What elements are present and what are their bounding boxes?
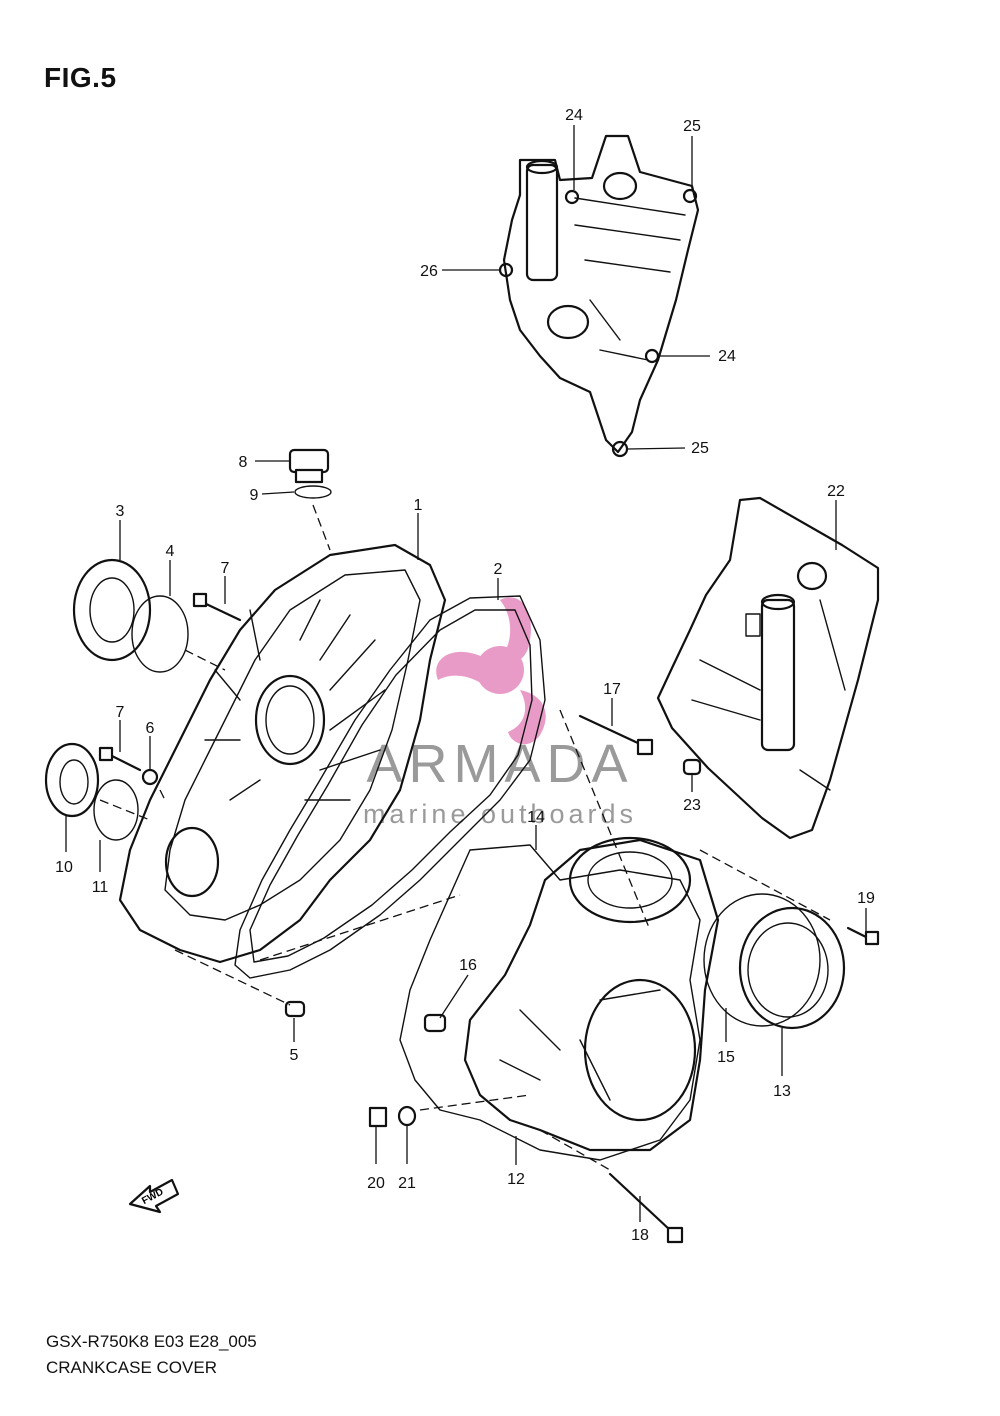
part-12-clutch-cover: [463, 836, 720, 1152]
watermark-tagline: marine outboards: [363, 799, 637, 829]
callout-11: 11: [92, 879, 109, 896]
callout-13: 13: [773, 1083, 791, 1100]
callout-6: 6: [146, 720, 155, 737]
callout-14: 14: [527, 809, 545, 826]
callout-16: 16: [459, 957, 477, 974]
part-17-bolt: [578, 714, 654, 756]
part-11-o-ring: [93, 779, 139, 841]
part-3-seal: [72, 558, 152, 662]
part-23-dowel: [682, 758, 702, 776]
callout-7-lower: 7: [116, 704, 125, 721]
callout-24-upper: 24: [565, 107, 583, 124]
part-6-washer: [141, 768, 159, 786]
part-26-bracket: [498, 134, 700, 458]
part-15-o-ring: [703, 893, 821, 1027]
part-20-bolt: [368, 1106, 388, 1128]
figure-title: FIG.5: [44, 62, 117, 93]
callout-19: 19: [857, 890, 875, 907]
part-9-o-ring: [294, 485, 332, 499]
part-1-crankcase-cover: [118, 543, 447, 964]
part-4-o-ring: [131, 595, 189, 673]
callout-5: 5: [290, 1047, 299, 1064]
part-8-oil-filler-cap: [288, 448, 330, 484]
part-13-inspection-cover: [738, 906, 846, 1030]
watermark-logo-icon: [436, 597, 546, 745]
callout-7-upper: 7: [221, 560, 230, 577]
callout-8: 8: [239, 454, 248, 471]
callout-10: 10: [55, 859, 73, 876]
callout-20: 20: [367, 1175, 385, 1192]
part-7-bolt-lower: [98, 746, 142, 772]
model-code: GSX-R750K8 E03 E28_005: [46, 1332, 257, 1351]
callout-18: 18: [631, 1227, 649, 1244]
callout-17: 17: [603, 681, 621, 698]
part-21-washer: [397, 1105, 417, 1127]
watermark: ARMADA marine outboards: [363, 597, 637, 829]
callout-26: 26: [420, 263, 438, 280]
callout-24-lower: 24: [718, 348, 736, 365]
callout-4: 4: [166, 543, 175, 560]
leader-lines: [65, 125, 867, 1222]
part-2-gasket: [234, 595, 546, 979]
part-10-seal: [44, 742, 100, 818]
callout-1: 1: [414, 497, 423, 514]
part-5-dowel: [284, 1000, 306, 1018]
part-7-bolt-upper: [192, 592, 242, 622]
part-16-dowel: [423, 1013, 447, 1033]
callout-22: 22: [827, 483, 845, 500]
callout-labels: 1 2 3 4 5 6 7 7 8 9 10 11 12 13 14 15 16…: [55, 107, 875, 1244]
callout-23: 23: [683, 797, 701, 814]
part-14-gasket: [399, 844, 701, 1161]
callout-2: 2: [494, 561, 503, 578]
callout-9: 9: [250, 487, 259, 504]
part-22-cover: [656, 496, 880, 840]
callout-21: 21: [398, 1175, 416, 1192]
callout-15: 15: [717, 1049, 735, 1066]
callout-12: 12: [507, 1171, 525, 1188]
forward-direction-arrow-icon: FWD: [128, 1178, 180, 1214]
callout-25-lower: 25: [691, 440, 709, 457]
section-name: CRANKCASE COVER: [46, 1358, 217, 1377]
part-19-bolt: [846, 926, 880, 946]
callout-3: 3: [116, 503, 125, 520]
alignment-lines: [99, 504, 831, 1171]
callout-25-upper: 25: [683, 118, 701, 135]
